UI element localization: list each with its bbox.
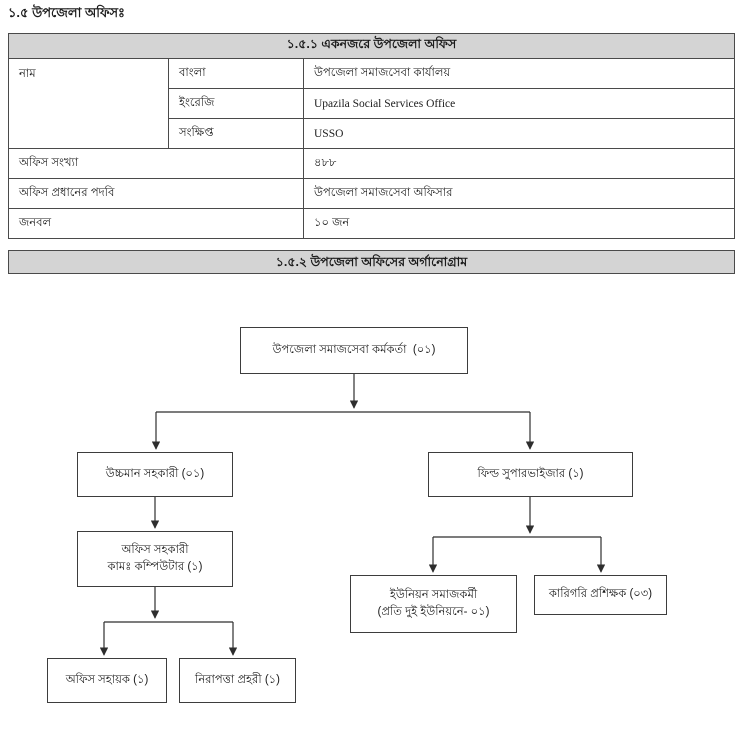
org-node-security-guard: নিরাপত্তা প্রহরী (১) [179, 658, 296, 703]
office-summary-table: ১.৫.১ একনজরে উপজেলা অফিস নাম বাংলা উপজেল… [8, 33, 735, 239]
office-count-value-cell: ৪৮৮ [303, 148, 735, 179]
org-node-label: উপজেলা সমাজসেবা কর্মকর্তা (০১) [272, 343, 436, 356]
table-row: ইংরেজি Upazila Social Services Office [9, 88, 735, 119]
office-count-label-cell: অফিস সংখ্যা [8, 148, 304, 179]
table-title: ১.৫.১ একনজরে উপজেলা অফিস [8, 33, 735, 59]
org-node-union-social-worker: ইউনিয়ন সমাজকর্মী (প্রতি দুই ইউনিয়নে- ০… [350, 575, 517, 633]
org-node-label: নিরাপত্তা প্রহরী (১) [195, 673, 280, 686]
short-value-cell: USSO [303, 118, 735, 149]
manpower-label-cell: জনবল [8, 208, 304, 239]
english-label-cell: ইংরেজি [168, 88, 304, 119]
org-node-label: ফিল্ড সুপারভাইজার (১) [477, 467, 584, 480]
table-row: নাম বাংলা উপজেলা সমাজসেবা কার্যালয় [8, 58, 735, 149]
organogram-heading: ১.৫.২ উপজেলা অফিসের অর্গানোগ্রাম [8, 250, 735, 274]
manpower-value-cell: ১০ জন [303, 208, 735, 239]
table-row: সংক্ষিপ্ত USSO [9, 118, 735, 149]
organogram: উপজেলা সমাজসেবা কর্মকর্তা (০১) উচ্চমান স… [0, 300, 742, 732]
short-label-cell: সংক্ষিপ্ত [168, 118, 304, 149]
table-row: অফিস সংখ্যা ৪৮৮ [8, 148, 735, 179]
table-row: জনবল ১০ জন [8, 208, 735, 239]
org-node-upper-division-assistant: উচ্চমান সহকারী (০১) [77, 452, 233, 497]
english-value-cell: Upazila Social Services Office [303, 88, 735, 119]
bangla-value-cell: উপজেলা সমাজসেবা কার্যালয় [303, 58, 735, 89]
org-node-office-support-staff: অফিস সহায়ক (১) [47, 658, 167, 703]
org-node-label: উচ্চমান সহকারী (০১) [105, 467, 205, 480]
org-node-technical-instructor: কারিগরি প্রশিক্ষক (০৩) [534, 575, 667, 615]
head-designation-value-cell: উপজেলা সমাজসেবা অফিসার [303, 178, 735, 209]
table-title-row: ১.৫.১ একনজরে উপজেলা অফিস [8, 33, 735, 59]
org-node-office-assistant-cum-computer: অফিস সহকারী কামঃ কম্পিউটার (১) [77, 531, 233, 587]
org-node-label: অফিস সহায়ক (১) [65, 673, 149, 686]
org-node-field-supervisor: ফিল্ড সুপারভাইজার (১) [428, 452, 633, 497]
org-node-label-line2: কামঃ কম্পিউটার (১) [107, 561, 203, 573]
head-designation-label-cell: অফিস প্রধানের পদবি [8, 178, 304, 209]
org-node-usso-officer: উপজেলা সমাজসেবা কর্মকর্তা (০১) [240, 327, 468, 374]
org-node-label-line2: (প্রতি দুই ইউনিয়নে- ০১) [377, 606, 490, 618]
name-label-cell: নাম [8, 58, 169, 149]
org-node-label: কারিগরি প্রশিক্ষক (০৩) [548, 588, 653, 601]
table-row: অফিস প্রধানের পদবি উপজেলা সমাজসেবা অফিসা… [8, 178, 735, 209]
section-heading: ১.৫ উপজেলা অফিসঃ [8, 5, 125, 20]
organogram-connectors [99, 374, 606, 656]
org-node-label-line1: অফিস সহকারী [121, 543, 189, 556]
bangla-label-cell: বাংলা [168, 58, 304, 89]
org-node-label-line1: ইউনিয়ন সমাজকর্মী [389, 588, 478, 601]
